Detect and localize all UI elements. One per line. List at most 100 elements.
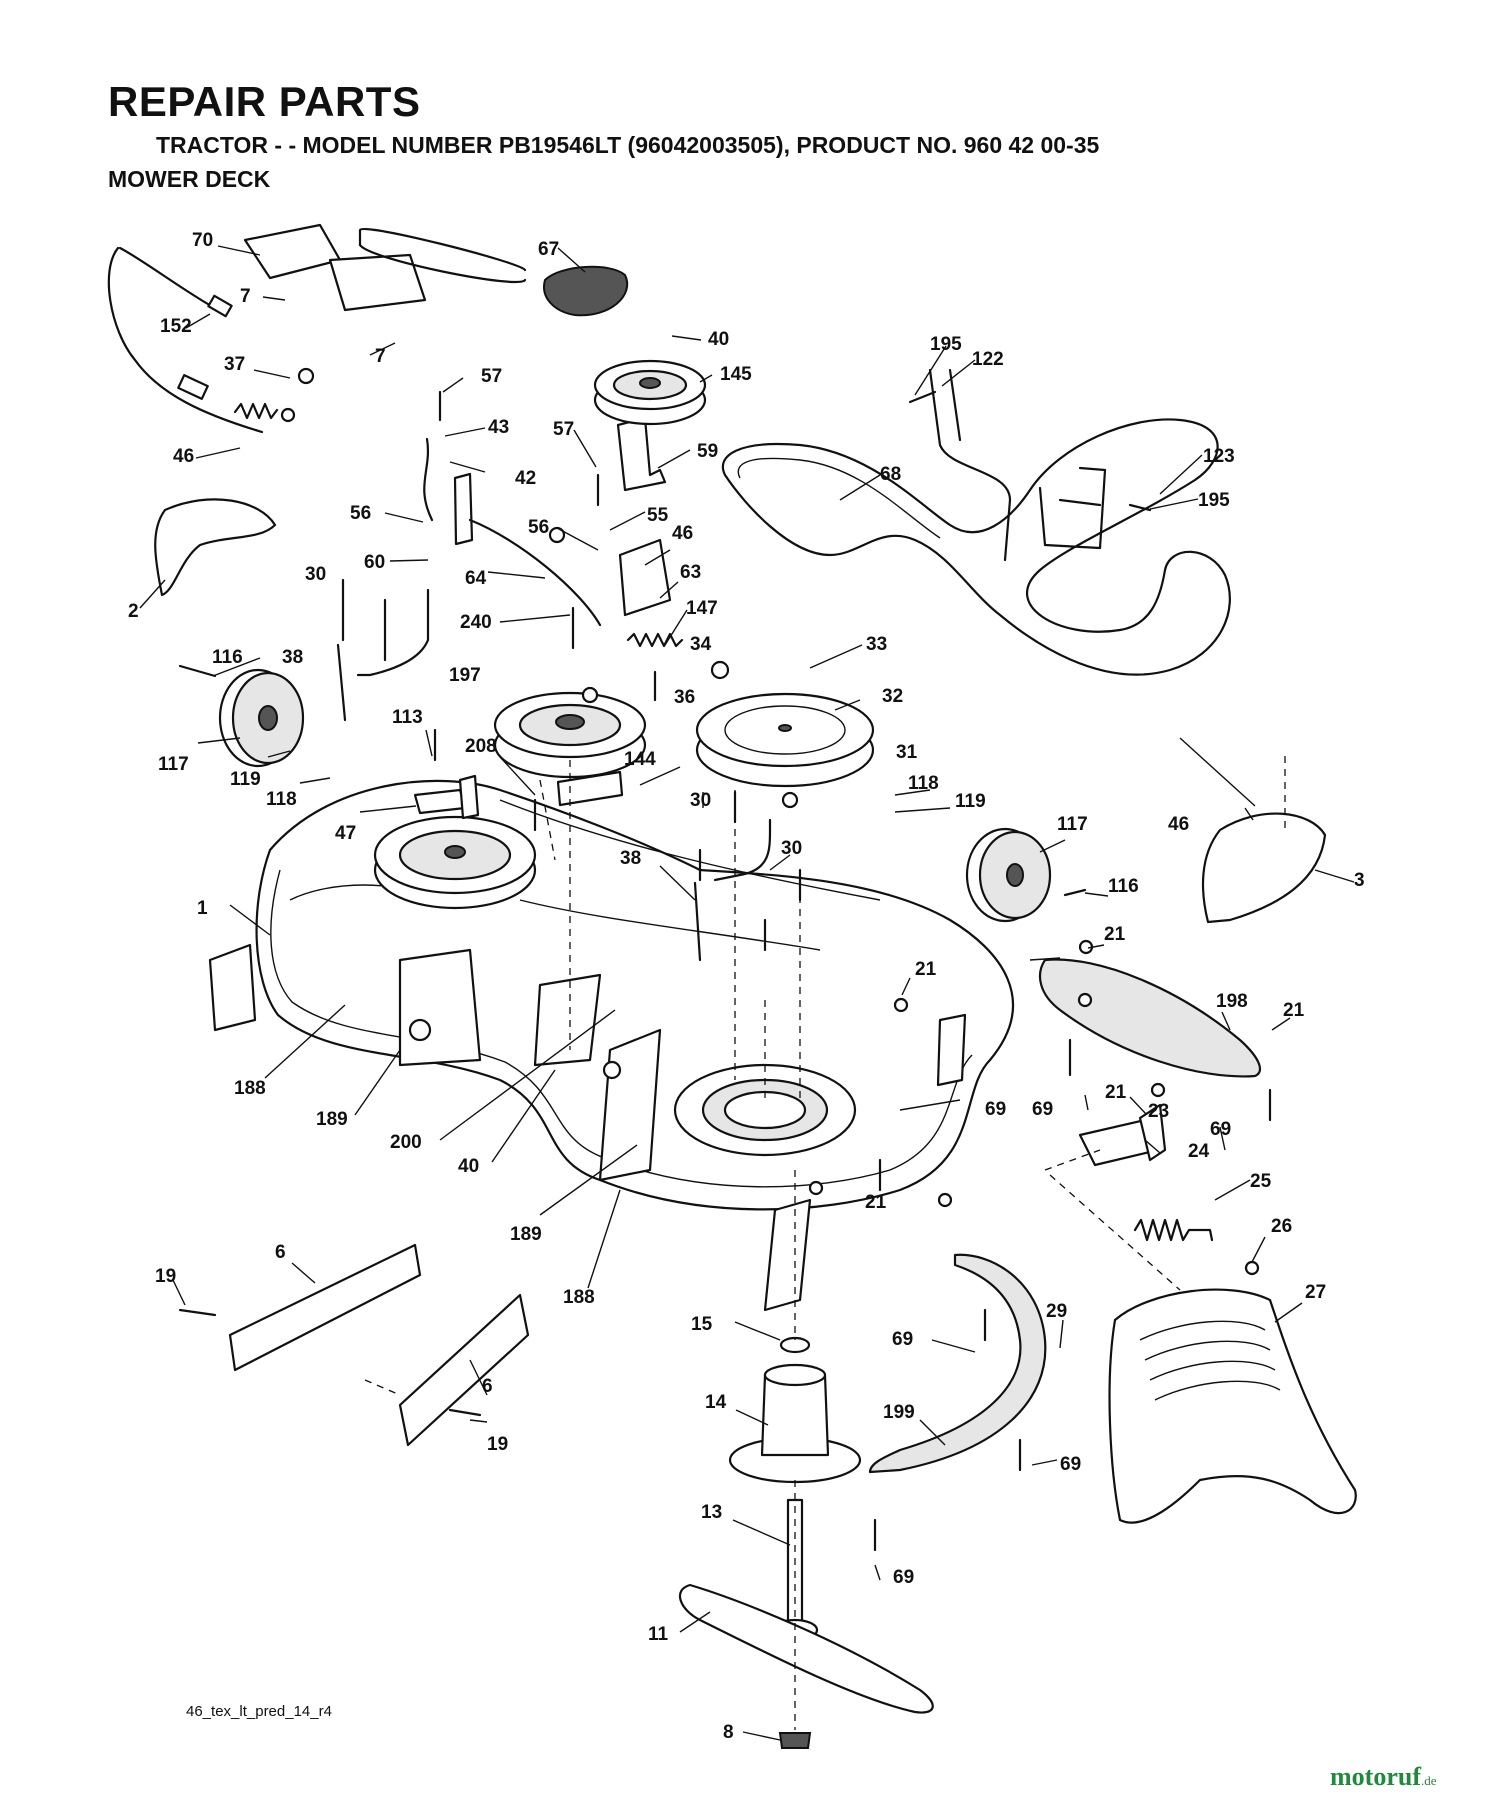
callout-68: 68 — [880, 464, 901, 485]
callout-2: 2 — [128, 601, 139, 622]
deck-mandrel-opening — [673, 1063, 857, 1157]
callout-240: 240 — [460, 612, 492, 633]
deflector-3 — [1201, 812, 1327, 924]
callout-69: 69 — [985, 1099, 1006, 1120]
belt-keeper-123 — [1038, 466, 1107, 550]
callout-8: 8 — [723, 1722, 734, 1743]
callout-38: 38 — [620, 848, 641, 869]
callout-122: 122 — [972, 349, 1004, 370]
blade-bolt-8 — [778, 1732, 812, 1749]
lift-knob-67 — [543, 265, 628, 317]
callout-7: 7 — [375, 346, 386, 367]
callout-67: 67 — [538, 239, 559, 260]
callout-199: 199 — [883, 1402, 915, 1423]
callout-6: 6 — [275, 1242, 286, 1263]
drive-belt-68 — [721, 418, 1231, 676]
callout-42: 42 — [515, 468, 536, 489]
idler-pulley-145 — [593, 359, 707, 426]
blade-11 — [678, 1583, 934, 1714]
callout-46: 46 — [672, 523, 693, 544]
callout-11: 11 — [648, 1624, 669, 1645]
callout-labels: 70 67 7 7 152 37 57 43 42 40 145 57 59 1… — [128, 230, 1365, 1743]
callout-43: 43 — [488, 417, 509, 438]
idler-bracket-59 — [616, 416, 667, 492]
callout-119: 119 — [230, 769, 261, 790]
blade-pulley-32 — [695, 692, 875, 788]
gauge-wheel-right-117 — [965, 827, 1052, 923]
callout-7: 7 — [240, 286, 251, 307]
callout-63: 63 — [680, 562, 701, 583]
callout-31: 31 — [896, 742, 918, 763]
drawing-reference-id: 46_tex_lt_pred_14_r4 — [186, 1703, 332, 1720]
callout-30: 30 — [305, 564, 326, 585]
deck-pulley-left — [373, 815, 537, 910]
callout-69: 69 — [892, 1329, 913, 1350]
callout-57: 57 — [481, 366, 502, 387]
callout-21: 21 — [1104, 924, 1126, 945]
callout-116: 116 — [212, 647, 243, 668]
callout-70: 70 — [192, 230, 213, 251]
watermark-logo: motoruf.de — [1330, 1762, 1437, 1792]
callout-197: 197 — [449, 665, 481, 686]
link-arm-6-upper — [228, 1243, 422, 1372]
spindle-housing-14 — [728, 1363, 862, 1484]
section-title: MOWER DECK — [108, 166, 271, 192]
callout-69: 69 — [1032, 1099, 1053, 1120]
callout-32: 32 — [882, 686, 903, 707]
callout-19: 19 — [155, 1266, 176, 1287]
callout-145: 145 — [720, 364, 752, 385]
hardware-bolts — [178, 367, 1272, 1552]
callout-117: 117 — [1057, 814, 1088, 835]
callout-147: 147 — [686, 598, 718, 619]
link-arm-6-lower — [398, 1293, 530, 1447]
callout-188: 188 — [234, 1078, 266, 1099]
watermark-name: motoruf — [1330, 1762, 1421, 1791]
discharge-chute-27 — [1108, 1288, 1357, 1524]
callout-21: 21 — [915, 959, 937, 980]
pulley-bracket-144 — [556, 770, 624, 807]
callout-30: 30 — [781, 838, 802, 859]
deflector-2 — [154, 498, 277, 597]
callout-55: 55 — [647, 505, 669, 526]
callout-46: 46 — [1168, 814, 1189, 835]
callout-38: 38 — [282, 647, 303, 668]
callout-69: 69 — [893, 1567, 914, 1588]
alignment-lines — [364, 756, 1286, 1730]
callout-40: 40 — [458, 1156, 479, 1177]
belt-keeper-122 — [928, 368, 1012, 562]
idler-pulley-36 — [493, 691, 647, 779]
wheel-bracket-38-left — [336, 588, 430, 722]
callout-26: 26 — [1271, 1216, 1292, 1237]
callout-189: 189 — [510, 1224, 542, 1245]
callout-64: 64 — [465, 568, 487, 589]
callout-118: 118 — [908, 773, 939, 794]
callout-21: 21 — [1283, 1000, 1305, 1021]
bracket-47 — [413, 774, 480, 820]
callout-118: 118 — [266, 789, 297, 810]
callout-33: 33 — [866, 634, 887, 655]
callout-23: 23 — [1148, 1101, 1169, 1122]
callout-47: 47 — [335, 823, 356, 844]
baffle-198 — [1038, 958, 1262, 1078]
callout-117: 117 — [158, 754, 189, 775]
callout-36: 36 — [674, 687, 695, 708]
page-title: REPAIR PARTS — [108, 78, 421, 125]
callout-195: 195 — [1198, 490, 1230, 511]
idler-arm-assembly — [423, 437, 684, 648]
callout-46: 46 — [173, 446, 194, 467]
callout-60: 60 — [364, 552, 385, 573]
callout-15: 15 — [691, 1314, 713, 1335]
callout-25: 25 — [1250, 1171, 1272, 1192]
callout-21: 21 — [1105, 1082, 1127, 1103]
callout-200: 200 — [390, 1132, 422, 1153]
callout-1: 1 — [197, 898, 208, 919]
model-subtitle: TRACTOR - - MODEL NUMBER PB19546LT (9604… — [156, 132, 1100, 158]
callout-27: 27 — [1305, 1282, 1326, 1303]
callout-56: 56 — [528, 517, 549, 538]
callout-69: 69 — [1060, 1454, 1081, 1475]
callout-188: 188 — [563, 1287, 595, 1308]
callout-123: 123 — [1203, 446, 1235, 467]
callout-21: 21 — [865, 1192, 887, 1213]
spring-25 — [1133, 1218, 1214, 1242]
